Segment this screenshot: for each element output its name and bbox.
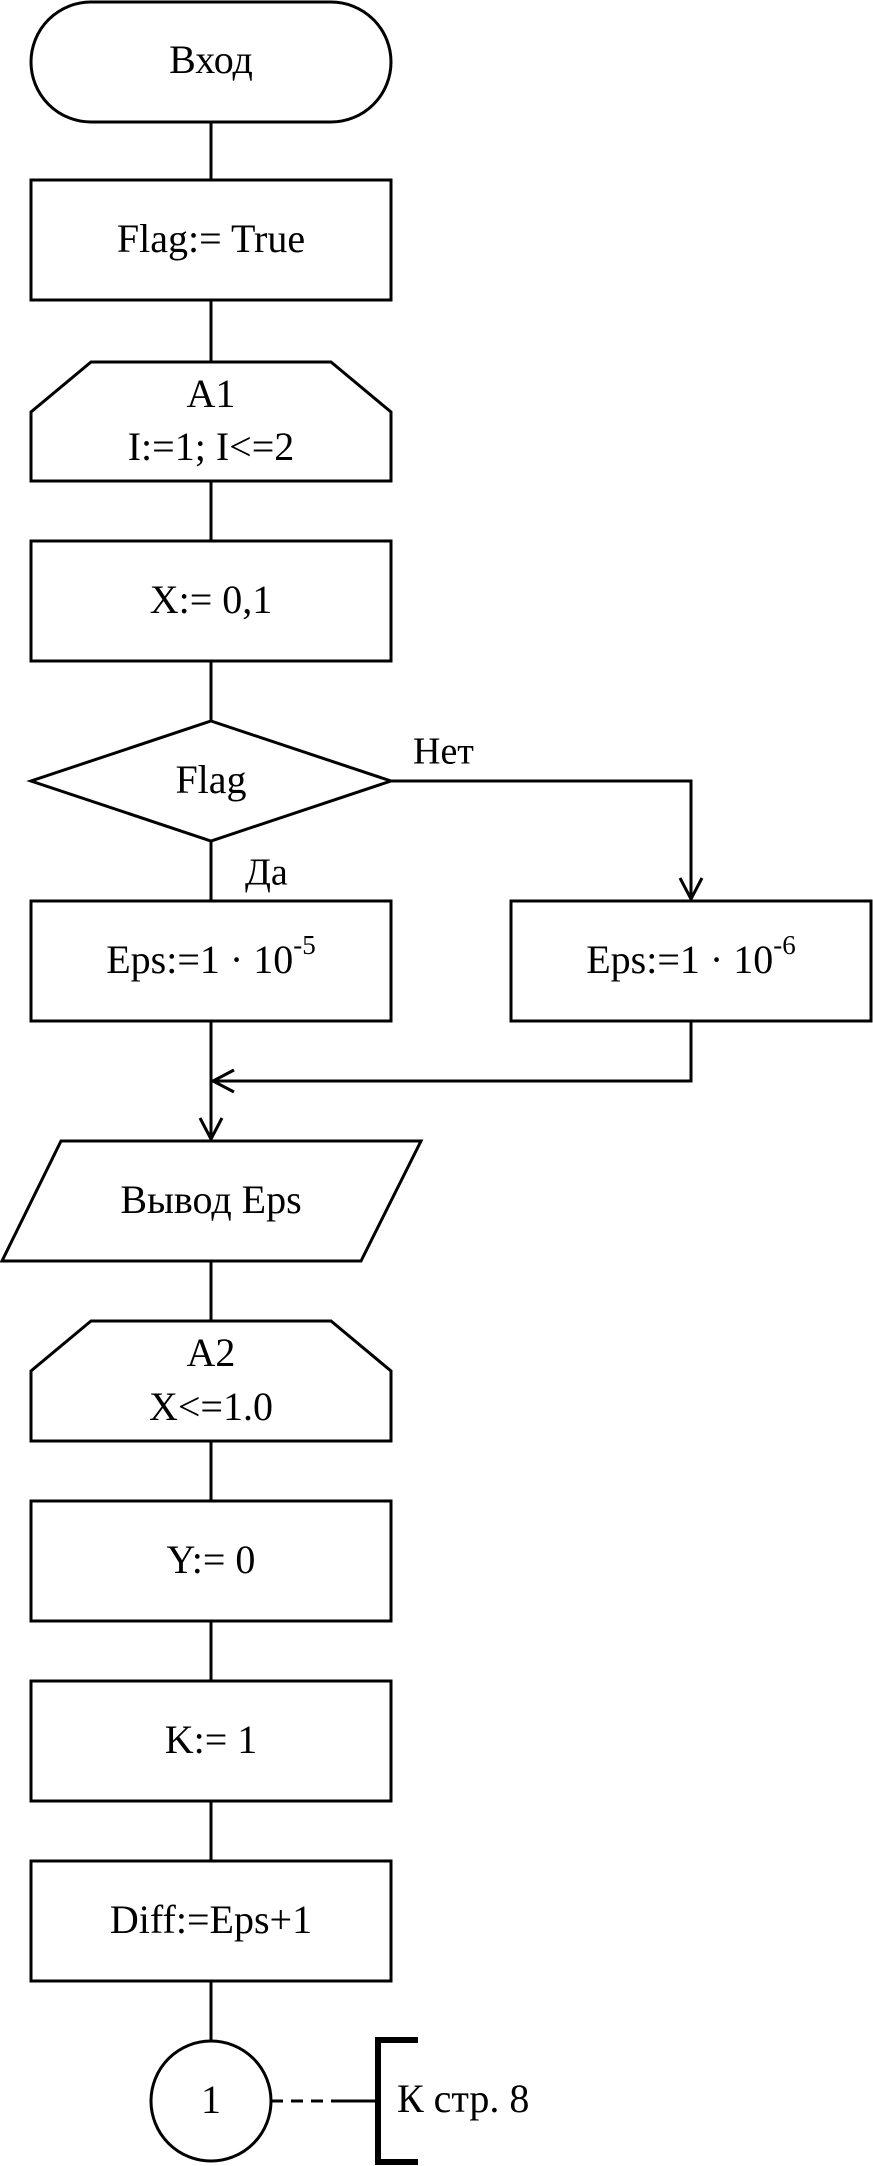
connector-circle: 1 — [149, 2039, 273, 2163]
edge-no-to-merge — [213, 1021, 693, 1083]
eps-no-exponent: -6 — [773, 930, 796, 960]
process-eps-yes: Eps:=1 · 10-5 — [29, 899, 393, 1023]
process-y-init: Y:= 0 — [29, 1499, 393, 1623]
loop-start-a2: A2 X<=1.0 — [29, 1319, 393, 1443]
process-eps-no-label: Eps:=1 · 10-6 — [586, 930, 796, 982]
process-diff-init: Diff:=Eps+1 — [29, 1859, 393, 1983]
comment-bracket — [375, 2037, 418, 2165]
process-y-init-label: Y:= 0 — [167, 1537, 256, 1582]
loop-a2-condition: X<=1.0 — [149, 1384, 273, 1429]
loop-a2-name: A2 — [187, 1330, 236, 1375]
loop-a1-condition: I:=1; I<=2 — [128, 424, 295, 469]
eps-no-base: Eps:=1 · 10 — [586, 937, 773, 982]
branch-no-label: Нет — [413, 731, 474, 773]
loop-a1-name: A1 — [187, 371, 236, 416]
decision-flag-label: Flag — [175, 757, 246, 802]
connector-lines — [198, 122, 704, 2165]
process-flag-true-label: Flag:= True — [117, 216, 305, 261]
io-output-eps: Вывод Eps — [0, 1139, 424, 1263]
process-eps-yes-label: Eps:=1 · 10-5 — [106, 930, 316, 982]
start-terminator: Вход — [29, 0, 393, 124]
connector-label: 1 — [201, 2077, 221, 2122]
process-k-init-label: K:= 1 — [165, 1717, 258, 1762]
eps-yes-exponent: -5 — [293, 930, 316, 960]
arrowhead-merge-down — [198, 1117, 224, 1143]
decision-flag: Flag — [26, 719, 396, 843]
page-reference-comment: К стр. 8 — [397, 2076, 529, 2121]
loop-start-a1: A1 I:=1; I<=2 — [29, 360, 393, 483]
edge-decision-to-no — [391, 779, 693, 899]
arrowhead-merge-left — [209, 1068, 235, 1094]
process-x-init: X:= 0,1 — [29, 539, 393, 663]
io-output-eps-label: Вывод Eps — [120, 1177, 301, 1222]
process-k-init: K:= 1 — [29, 1679, 393, 1803]
eps-yes-base: Eps:=1 · 10 — [106, 937, 293, 982]
process-x-init-label: X:= 0,1 — [150, 577, 273, 622]
process-flag-true: Flag:= True — [29, 178, 393, 302]
process-eps-no: Eps:=1 · 10-6 — [509, 899, 873, 1023]
process-diff-init-label: Diff:=Eps+1 — [110, 1897, 312, 1942]
branch-yes-label: Да — [245, 852, 288, 894]
arrowhead-no-branch — [678, 877, 704, 903]
start-label: Вход — [169, 37, 253, 82]
